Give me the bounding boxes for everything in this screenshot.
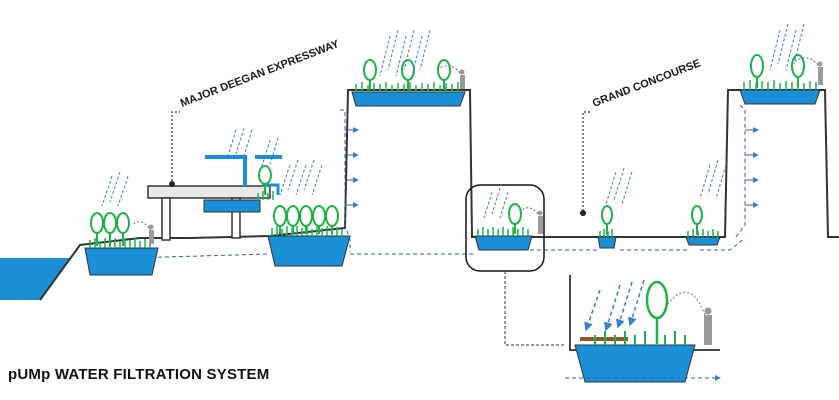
pipe-network — [129, 104, 746, 259]
detail-leader — [504, 271, 565, 346]
detail-enlargement — [565, 275, 721, 383]
basin-roof-left — [351, 91, 466, 107]
tree-concourse — [601, 205, 613, 235]
basin-roof-right — [739, 89, 821, 105]
diagram-caption: pUMp WATER FILTRATION SYSTEM — [8, 366, 270, 383]
detail-highlight-box — [465, 184, 545, 272]
tree-group-lower — [273, 205, 339, 234]
basin-plaza — [474, 235, 533, 251]
tree-right — [691, 205, 703, 235]
basin-concourse — [597, 236, 617, 249]
river — [0, 258, 70, 300]
figure-roof-right — [817, 61, 823, 85]
label-leaders — [171, 111, 592, 215]
tree-group-riverside — [90, 212, 130, 246]
basin-riverside — [84, 247, 159, 276]
figure-plaza — [537, 210, 543, 234]
spray-arcs — [132, 57, 819, 229]
filtration-basins — [84, 89, 821, 276]
figure-roof-left — [459, 69, 465, 89]
tree-group-roof-right — [750, 54, 805, 88]
expressway-marker-dot — [169, 181, 175, 187]
trees — [90, 54, 805, 246]
basin-right — [685, 236, 721, 246]
grass — [89, 80, 817, 248]
expressway-label: MAJOR DEEGAN EXPRESSWAY — [179, 38, 342, 110]
figure-riverside — [148, 224, 154, 244]
tree-expressway — [258, 165, 272, 195]
basin-lower — [267, 235, 351, 267]
concourse-label: GRAND CONCOURSE — [591, 57, 703, 109]
expressway-structure — [147, 155, 282, 241]
tree-plaza — [508, 203, 522, 234]
wall-flow-arrows — [345, 127, 759, 208]
rain-streaks — [101, 23, 805, 219]
tree-group-roof-left — [363, 59, 451, 90]
figures — [148, 61, 823, 244]
concourse-marker-dot — [580, 210, 586, 216]
